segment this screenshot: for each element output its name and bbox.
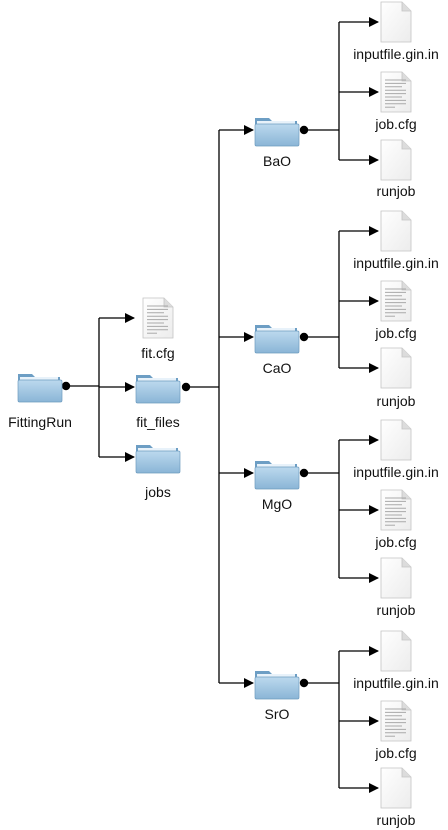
text-document-icon[interactable]	[142, 297, 174, 339]
root-folder-label: FittingRun	[8, 414, 72, 430]
text-document-icon[interactable]	[380, 71, 412, 113]
folder-icon[interactable]	[135, 445, 181, 474]
file-label-runjob: runjob	[377, 602, 416, 618]
text-document-icon[interactable]	[380, 489, 412, 531]
blank-document-icon[interactable]	[380, 347, 412, 389]
file-label-job-cfg: job.cfg	[374, 325, 416, 341]
blank-document-icon[interactable]	[380, 210, 412, 252]
blank-document-icon[interactable]	[380, 139, 412, 181]
file-label-inputfile-gin-in: inputfile.gin.in	[353, 464, 439, 480]
blank-document-icon[interactable]	[380, 557, 412, 599]
text-document-icon[interactable]	[380, 700, 412, 742]
folder-icon[interactable]	[254, 118, 300, 147]
file-label-job-cfg: job.cfg	[374, 534, 416, 550]
file-label-runjob: runjob	[377, 812, 416, 828]
group-label-cao: CaO	[263, 360, 292, 376]
file-label-inputfile-gin-in: inputfile.gin.in	[353, 46, 439, 62]
folder-icon[interactable]	[254, 461, 300, 490]
file-label-inputfile-gin-in: inputfile.gin.in	[353, 675, 439, 691]
blank-document-icon[interactable]	[380, 630, 412, 672]
folder-icon[interactable]	[17, 374, 63, 403]
blank-document-icon[interactable]	[380, 1, 412, 43]
folder-icon[interactable]	[254, 325, 300, 354]
group-label-sro: SrO	[265, 706, 290, 722]
group-label-mgo: MgO	[262, 496, 292, 512]
node-label-fit-cfg: fit.cfg	[141, 345, 174, 361]
group-label-bao: BaO	[263, 153, 291, 169]
file-label-runjob: runjob	[377, 183, 416, 199]
node-label-fit-files: fit_files	[136, 414, 180, 430]
node-label-jobs: jobs	[144, 484, 171, 500]
text-document-icon[interactable]	[380, 280, 412, 322]
connector-lines	[61, 17, 379, 793]
file-label-job-cfg: job.cfg	[374, 745, 416, 761]
blank-document-icon[interactable]	[380, 767, 412, 809]
blank-document-icon[interactable]	[380, 419, 412, 461]
file-label-inputfile-gin-in: inputfile.gin.in	[353, 255, 439, 271]
folder-icon[interactable]	[135, 375, 181, 404]
file-label-runjob: runjob	[377, 393, 416, 409]
folder-icon[interactable]	[254, 671, 300, 700]
file-label-job-cfg: job.cfg	[374, 116, 416, 132]
